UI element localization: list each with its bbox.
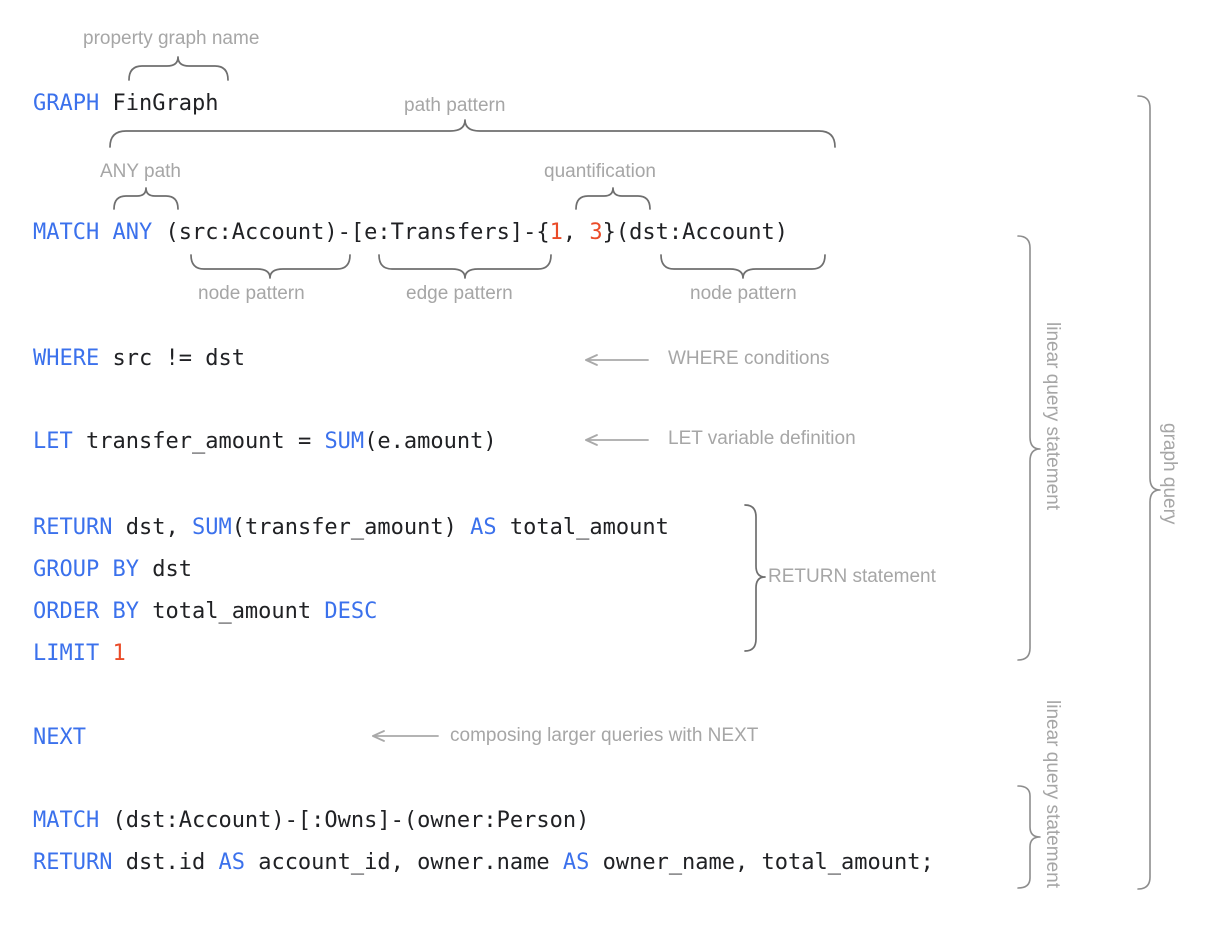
label-return-statement: RETURN statement (768, 566, 936, 587)
dash-2: - (523, 220, 537, 245)
where-expression: src != dst (112, 346, 245, 371)
node-pattern-src: (src:Account) (165, 220, 338, 245)
group-by-expression: dst (152, 557, 192, 582)
label-edge-pattern: edge pattern (406, 283, 513, 304)
brace-property-graph-name (128, 56, 229, 81)
code-line-group-by: GROUP BY dst (33, 555, 192, 585)
brace-quantification (575, 187, 651, 210)
keyword-as: AS (562, 850, 590, 875)
code-line-limit: LIMIT 1 (33, 639, 126, 669)
return-column-dst: dst, (125, 515, 192, 540)
label-linear-query-statement-1: linear query statement (1042, 322, 1063, 510)
keyword-return: RETURN (33, 850, 113, 875)
keyword-next: NEXT (33, 725, 86, 750)
code-line-next: NEXT (33, 723, 86, 753)
dash-1: - (337, 220, 351, 245)
brace-node-pattern-left (190, 254, 351, 279)
return-sum-argument: (transfer_amount) (231, 515, 471, 540)
keyword-limit: LIMIT (33, 641, 100, 666)
brace-linear-query-statement-2 (1017, 785, 1041, 889)
keyword-match: MATCH (33, 220, 100, 245)
match2-pattern: (dst:Account)-[:Owns]-(owner:Person) (112, 808, 590, 833)
keyword-where: WHERE (33, 346, 100, 371)
return2-part-3: owner_name, total_amount; (589, 850, 934, 875)
code-line-match-2: MATCH (dst:Account)-[:Owns]-(owner:Perso… (33, 806, 589, 836)
keyword-as: AS (470, 515, 497, 540)
code-line-return-2: RETURN dst.id AS account_id, owner.name … (33, 848, 934, 878)
let-sum-argument: (e.amount) (364, 429, 497, 454)
keyword-as: AS (218, 850, 245, 875)
quant-lower-bound: 1 (549, 220, 563, 245)
graph-name-fingraph: FinGraph (112, 91, 219, 116)
label-linear-query-statement-2: linear query statement (1042, 700, 1063, 888)
quant-comma: , (562, 220, 590, 245)
label-node-pattern-right: node pattern (690, 283, 797, 304)
label-composing-next: composing larger queries with NEXT (450, 725, 759, 746)
arrow-composing-next (372, 730, 439, 742)
let-equals: = (297, 429, 325, 454)
return-alias-total-amount: total_amount (496, 515, 669, 540)
keyword-let: LET (33, 429, 73, 454)
keyword-desc: DESC (324, 599, 378, 624)
brace-node-pattern-right (660, 254, 826, 279)
brace-linear-query-statement-1 (1017, 235, 1041, 661)
return2-part-2: account_id, owner.name (244, 850, 563, 875)
brace-graph-query (1137, 95, 1161, 890)
node-pattern-dst: (dst:Account) (615, 220, 789, 245)
keyword-order-by: ORDER BY (33, 599, 139, 624)
arrow-let-variable-definition (585, 434, 649, 446)
code-line-order-by: ORDER BY total_amount DESC (33, 597, 377, 627)
label-quantification: quantification (544, 161, 656, 182)
brace-any-path (113, 187, 179, 210)
label-path-pattern: path pattern (404, 95, 506, 116)
keyword-graph: GRAPH (33, 91, 100, 116)
keyword-group-by: GROUP BY (33, 557, 139, 582)
quant-open-brace: { (536, 220, 550, 245)
limit-value: 1 (112, 641, 126, 666)
keyword-match: MATCH (33, 808, 100, 833)
label-graph-query: graph query (1159, 423, 1180, 525)
label-node-pattern-left: node pattern (198, 283, 305, 304)
function-sum: SUM (324, 429, 365, 454)
code-line-match-1: MATCH ANY (src:Account)-[e:Transfers]-{1… (33, 218, 788, 248)
arrow-where-conditions (585, 354, 649, 366)
let-variable-name: transfer_amount (86, 429, 285, 454)
code-line-let: LET transfer_amount = SUM(e.amount) (33, 427, 497, 457)
brace-edge-pattern (378, 254, 552, 279)
quant-close-brace: } (602, 220, 616, 245)
return2-part-1: dst.id (125, 850, 219, 875)
quant-upper-bound: 3 (589, 220, 603, 245)
label-property-graph-name: property graph name (83, 28, 260, 49)
brace-path-pattern (109, 119, 836, 148)
keyword-return: RETURN (33, 515, 113, 540)
label-any-path: ANY path (100, 161, 181, 182)
edge-pattern-transfers: [e:Transfers] (350, 220, 524, 245)
order-by-expression: total_amount (152, 599, 325, 624)
label-where-conditions: WHERE conditions (668, 348, 830, 369)
code-line-return-1: RETURN dst, SUM(transfer_amount) AS tota… (33, 513, 669, 543)
keyword-any: ANY (112, 220, 153, 245)
code-line-where: WHERE src != dst (33, 344, 245, 374)
function-sum: SUM (191, 515, 232, 540)
label-let-variable-definition: LET variable definition (668, 428, 856, 449)
brace-return-statement (744, 504, 766, 652)
code-line-graph: GRAPH FinGraph (33, 89, 218, 119)
